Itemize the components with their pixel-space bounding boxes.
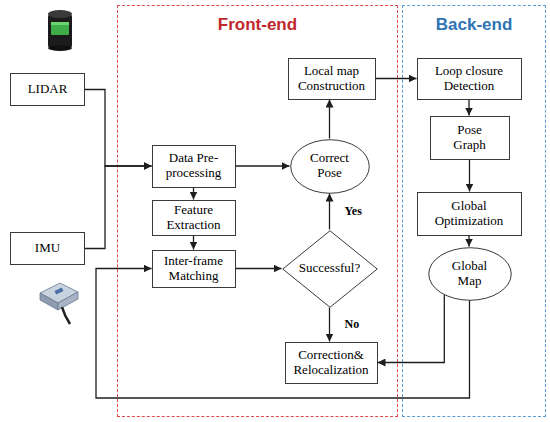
node-label: Data Pre-processing: [153, 151, 235, 181]
node-label: IMU: [35, 241, 60, 256]
process-box: Correction& Relocalization: [285, 342, 378, 384]
flow-arrow: [468, 100, 469, 116]
node-label: Loop closure Detection: [424, 64, 514, 94]
flow-arrow: [236, 165, 290, 166]
flow-arrow: [376, 78, 417, 79]
process-box: Pose Graph: [430, 116, 510, 160]
band-title: Back-end: [403, 15, 545, 35]
node-label: LIDAR: [28, 82, 68, 97]
shape-outline: [428, 247, 511, 300]
flow-arrow: [96, 269, 470, 399]
decision-diamond: Successful?: [282, 230, 378, 308]
flow-arrow: [378, 295, 445, 362]
band-title: Front-end: [118, 15, 397, 35]
process-box: Data Pre-processing: [152, 145, 236, 188]
shape-outline: [282, 230, 377, 307]
state-ellipse: Correct Pose: [290, 139, 370, 194]
node-label: Inter-frame Matching: [154, 254, 234, 284]
edge-label: Yes: [345, 204, 362, 218]
node-label: Correction& Relocalization: [287, 348, 375, 378]
flow-arrow: [236, 268, 282, 269]
edge-label: No: [345, 317, 360, 331]
sensor-box: LIDAR: [10, 73, 85, 106]
process-box: Inter-frame Matching: [152, 250, 236, 288]
node-label: Local map Construction: [290, 64, 374, 94]
flow-arrow: [193, 188, 194, 200]
sensor-box: IMU: [10, 232, 85, 265]
node-label: Global Optimization: [429, 199, 509, 229]
flow-arrow: [85, 166, 152, 249]
process-box: Global Optimization: [417, 192, 522, 236]
process-box: Local map Construction: [288, 58, 376, 100]
process-box: Loop closure Detection: [417, 58, 522, 100]
flow-arrow: [329, 308, 330, 342]
imu-icon: [40, 283, 78, 324]
flow-arrow: [469, 160, 470, 192]
shape-outline: [290, 139, 369, 193]
node-label: Feature Extraction: [154, 203, 234, 233]
flow-arrow: [329, 100, 330, 139]
node-label: Correct Pose: [304, 151, 356, 181]
flow-arrow: [193, 236, 194, 250]
lidar-icon: [48, 10, 72, 51]
back-end-band: Back-endLoop closure DetectionPose Graph…: [402, 5, 546, 417]
node-label: Global Map: [445, 259, 495, 289]
flow-arrow: [329, 194, 330, 230]
node-label: Pose Graph: [445, 123, 495, 153]
map-ellipse: Global Map: [428, 247, 512, 301]
node-label: Successful?: [299, 261, 360, 276]
flow-arrow: [85, 90, 152, 167]
process-box: Feature Extraction: [152, 200, 236, 236]
flow-arrow: [468, 236, 469, 247]
